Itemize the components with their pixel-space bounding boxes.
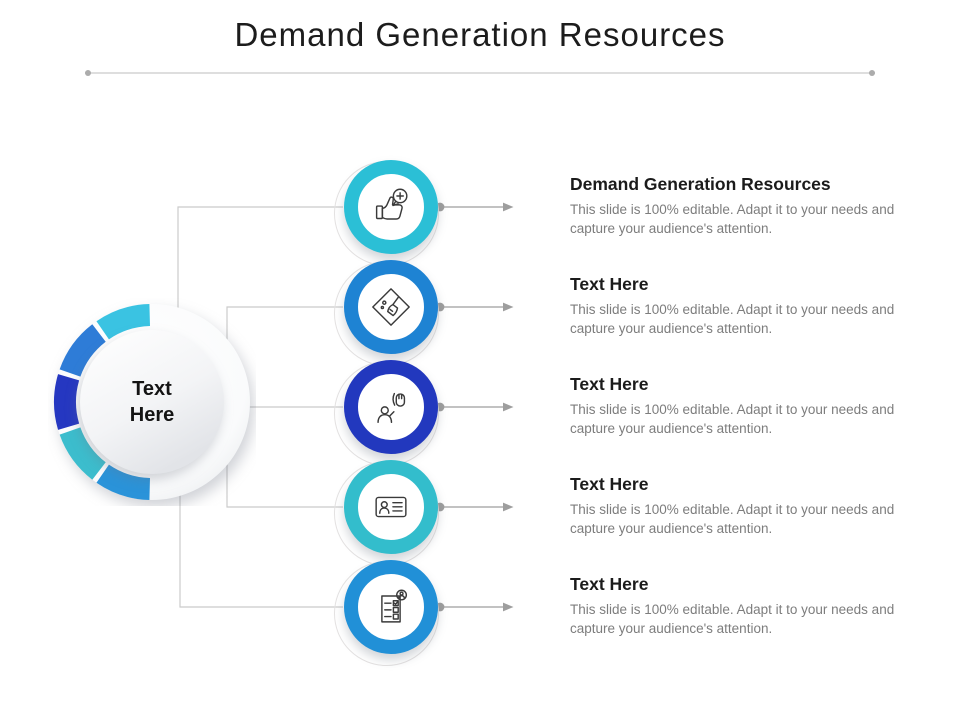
item-2-body: This slide is 100% editable. Adapt it to… — [570, 302, 895, 336]
item-5-heading: Text Here — [570, 574, 649, 594]
item-5-body: This slide is 100% editable. Adapt it to… — [570, 602, 895, 636]
arrow-connectors — [435, 202, 514, 612]
item-4-text: Text Here This slide is 100% editable. A… — [570, 474, 922, 538]
item-3-body: This slide is 100% editable. Adapt it to… — [570, 402, 895, 436]
hub-label: Text Here — [129, 378, 175, 426]
arrow-row-1 — [435, 202, 514, 212]
hub-circle-graphic — [54, 304, 250, 500]
hub-segment-4 — [59, 426, 107, 480]
item-5-text: Text Here This slide is 100% editable. A… — [570, 574, 922, 638]
divider-end-dots — [85, 70, 875, 76]
thumbs-up-plus-icon — [375, 188, 408, 220]
arrow-row-2 — [435, 302, 514, 312]
item-2-text: Text Here This slide is 100% editable. A… — [570, 274, 922, 338]
hub-segment-1 — [96, 304, 151, 340]
item-4-heading: Text Here — [570, 474, 649, 494]
cleaning-diamond-icon — [372, 288, 410, 326]
hub-circle: Text Here — [48, 298, 256, 506]
item-3-heading: Text Here — [570, 374, 649, 394]
arrow-row-4 — [435, 502, 514, 512]
hub-segment-arcs — [54, 304, 151, 500]
id-card-icon — [375, 496, 407, 518]
item-2-heading: Text Here — [570, 274, 649, 294]
volunteer-hand-icon — [377, 392, 406, 424]
node-2 — [344, 260, 438, 354]
item-4-body: This slide is 100% editable. Adapt it to… — [570, 502, 895, 536]
arrow-row-5 — [435, 602, 514, 612]
item-1-body: This slide is 100% editable. Adapt it to… — [570, 202, 895, 236]
node-5 — [344, 560, 438, 654]
item-3-text: Text Here This slide is 100% editable. A… — [570, 374, 922, 438]
checklist-person-icon — [381, 589, 408, 623]
item-1-text: Demand Generation Resources This slide i… — [570, 174, 922, 238]
elbow-connectors — [177, 206, 343, 608]
hub-segment-3 — [54, 374, 80, 430]
node-1 — [344, 160, 438, 254]
node-3 — [344, 360, 438, 454]
hub-segment-2 — [59, 324, 107, 378]
node-4 — [344, 460, 438, 554]
arrow-row-3 — [435, 402, 514, 412]
slide-title: Demand Generation Resources — [234, 16, 726, 53]
hub-segment-5 — [96, 464, 151, 500]
item-1-heading: Demand Generation Resources — [570, 174, 831, 194]
